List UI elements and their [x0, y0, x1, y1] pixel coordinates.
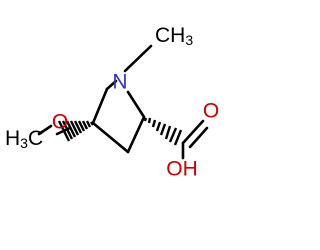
hashed-wedge-c4-methylene	[57, 120, 94, 142]
atom-n-label: N	[112, 71, 127, 94]
methyl-ch3-label: CH3	[155, 24, 193, 49]
hydroxyl-oh-label: OH	[166, 158, 198, 181]
hashed-wedge-c2-carboxyl	[143, 117, 183, 146]
bond-carbonyl-2	[188, 126, 209, 149]
methoxy-h3c-label: H3C	[5, 127, 43, 152]
carbonyl-o-label: O	[203, 100, 219, 123]
bond-n-methyl	[123, 44, 153, 73]
bond-n-c2	[126, 90, 146, 119]
bond-c2-c3	[126, 115, 146, 154]
bond-c5-n	[105, 79, 118, 91]
ether-o-label: O	[52, 111, 68, 134]
bond-c4-c5	[91, 87, 109, 125]
bond-o-methyl	[37, 124, 53, 136]
structure-diagram: N CH3 O OH O H3C	[5, 24, 219, 181]
skeleton-bonds	[37, 44, 209, 160]
bond-carbonyl-1	[181, 119, 205, 145]
bond-c3-c4	[91, 121, 130, 154]
